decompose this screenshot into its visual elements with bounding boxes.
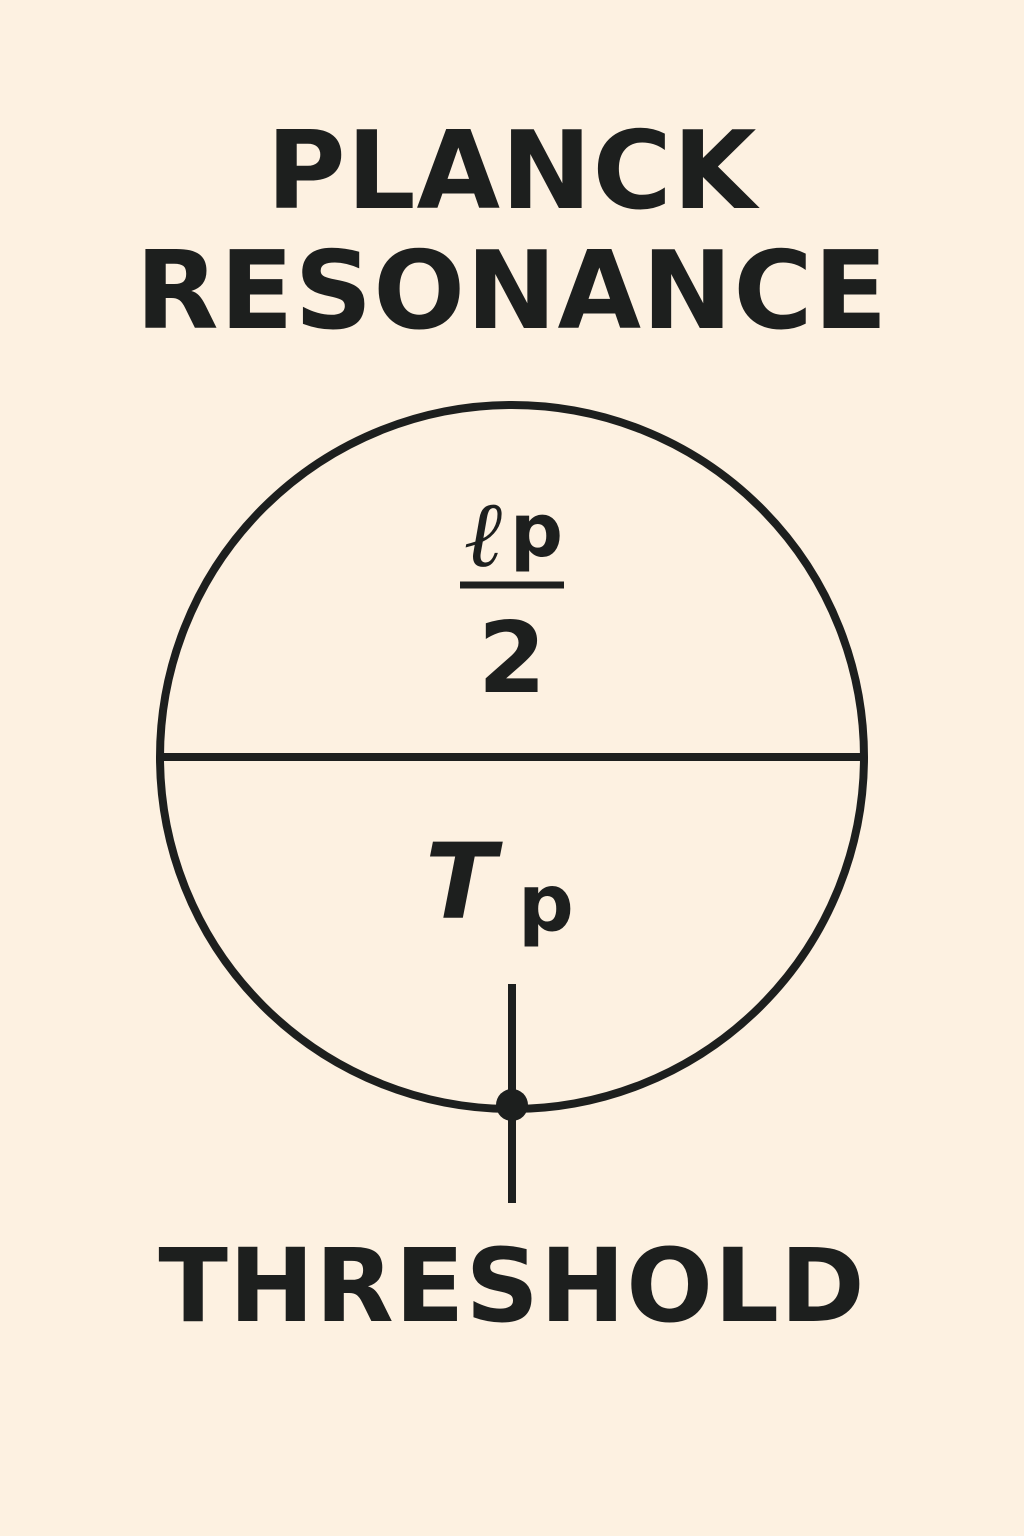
threshold-label: THRESHOLD (158, 1227, 866, 1346)
numerator-symbol: ℓ (464, 481, 502, 588)
numerator-subscript: p (510, 488, 563, 574)
lower-term-subscript: p (518, 859, 574, 949)
title-line-1: PLANCK (266, 109, 758, 234)
denominator: 2 (478, 602, 546, 716)
threshold-dot (496, 1089, 528, 1121)
lower-term-symbol: T (425, 821, 503, 943)
title-line-2: RESONANCE (135, 229, 889, 354)
